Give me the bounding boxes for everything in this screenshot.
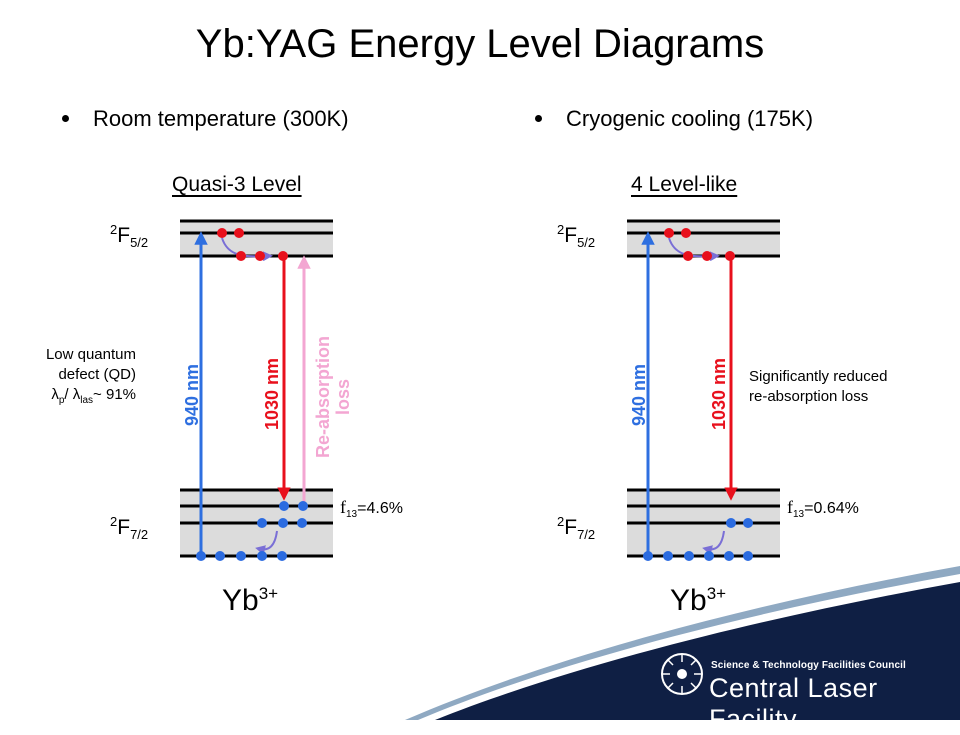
lower-level-label-right: 2F7/2 <box>557 514 596 543</box>
stfc-logo-icon <box>661 653 703 695</box>
ion-dot <box>236 251 246 261</box>
thermal-fraction-left: f13=4.6% <box>340 497 403 521</box>
ion-dot <box>724 551 734 561</box>
lower-relaxation-arrow <box>702 530 725 555</box>
quantum-defect-note: Low quantum defect (QD) λp/ λlas~ 91% <box>45 346 136 406</box>
ion-dot <box>664 228 674 238</box>
bullet-cryogenic: Cryogenic cooling (175K) <box>535 106 813 132</box>
bullet-dot <box>535 114 542 122</box>
ion-dot <box>277 551 287 561</box>
panel-title-quasi-3-level: Quasi-3 Level <box>172 173 302 196</box>
ion-label-right: Yb3+ <box>670 584 727 617</box>
energy-level-diagram <box>180 219 960 720</box>
ion-dot <box>702 251 712 261</box>
ion-dot <box>215 551 225 561</box>
upper-manifold-band <box>627 220 780 256</box>
ion-dot <box>297 518 307 528</box>
ion-dot <box>298 501 308 511</box>
ion-dot <box>217 228 227 238</box>
ion-dot <box>278 518 288 528</box>
upper-level-label-right: 2F5/2 <box>557 222 596 251</box>
upper-manifold-band <box>180 220 333 256</box>
right-panel <box>627 219 780 561</box>
ion-dot <box>234 228 244 238</box>
upper-population-dots <box>217 228 288 261</box>
bullet-text: Room temperature (300K) <box>93 106 349 131</box>
ion-dot <box>257 518 267 528</box>
reabsorption-note: Significantly reduced re-absorption loss <box>749 368 888 405</box>
lower-population-dots <box>196 501 308 561</box>
ion-dot <box>663 551 673 561</box>
bullet-dot <box>62 114 69 122</box>
upper-population-dots <box>664 228 735 261</box>
logo-council-text: Science & Technology Facilities Council <box>711 660 906 671</box>
lower-population-dots <box>643 518 753 561</box>
ion-dot <box>704 551 714 561</box>
lower-level-label-left: 2F7/2 <box>110 514 149 543</box>
ion-dot <box>255 251 265 261</box>
ion-dot <box>725 251 735 261</box>
ion-label-left: Yb3+ <box>222 584 279 617</box>
ion-dot <box>257 551 267 561</box>
ion-dot <box>681 228 691 238</box>
bullet-room-temperature: Room temperature (300K) <box>62 106 349 132</box>
left-panel <box>180 219 333 561</box>
bullet-text: Cryogenic cooling (175K) <box>566 106 814 131</box>
ion-dot <box>684 551 694 561</box>
ion-dot <box>726 518 736 528</box>
ion-dot <box>643 551 653 561</box>
logo-accent-stripe <box>405 566 960 720</box>
ion-dot <box>743 518 753 528</box>
ion-dot <box>743 551 753 561</box>
thermal-fraction-right: f13=0.64% <box>787 497 859 521</box>
upper-level-label-left: 2F5/2 <box>110 222 149 251</box>
logo-facility-text: Central Laser Facility <box>709 673 878 734</box>
panel-title-4-level-like: 4 Level-like <box>631 173 738 196</box>
ion-dot <box>236 551 246 561</box>
ion-dot <box>683 251 693 261</box>
lower-relaxation-arrow <box>255 530 278 555</box>
ion-dot <box>278 251 288 261</box>
slide-title: Yb:YAG Energy Level Diagrams <box>195 22 765 66</box>
logo-background <box>405 566 960 720</box>
ion-dot <box>279 501 289 511</box>
logo-navy-swoosh <box>435 582 960 720</box>
ion-dot <box>196 551 206 561</box>
